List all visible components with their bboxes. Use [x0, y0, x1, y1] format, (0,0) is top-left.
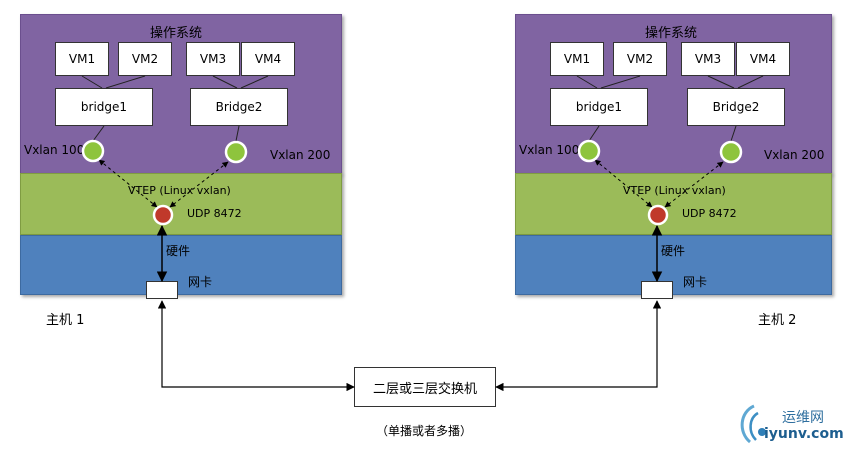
- udp-port-icon: [152, 204, 174, 226]
- vxlan-port-icon: [719, 140, 743, 164]
- vxlan-udp-links: [98, 159, 229, 208]
- vxlan-label: Vxlan 200: [270, 148, 331, 162]
- vxlan-label: Vxlan 100: [519, 143, 580, 157]
- vm-box: VM3: [186, 42, 240, 76]
- nic-label: 网卡: [188, 275, 213, 289]
- hardware-panel: [20, 235, 342, 295]
- vxlan-port-icon: [577, 139, 601, 163]
- nic-switch-link: [495, 300, 662, 392]
- watermark-text-url: iyunv.com: [764, 426, 844, 442]
- vm-box: VM2: [118, 42, 172, 76]
- vxlan-port-icon: [224, 140, 248, 164]
- hardware-label: 硬件: [166, 244, 191, 258]
- vm-box: VM4: [736, 42, 790, 76]
- switch-box: 二层或三层交换机: [354, 367, 496, 407]
- watermark-text-cn: 运维网: [782, 410, 824, 426]
- vm-box: VM1: [550, 42, 604, 76]
- hardware-panel: [515, 235, 832, 295]
- nic-label: 网卡: [683, 275, 708, 289]
- vm-bridge-links: [81, 75, 269, 89]
- bridge-box: bridge1: [55, 88, 153, 126]
- vxlan-port-icon: [81, 139, 105, 163]
- watermark-logo-icon: [740, 404, 766, 444]
- host-label: 主机 1: [46, 313, 85, 328]
- bridge-box: bridge1: [550, 88, 648, 126]
- nic-switch-link: [157, 300, 355, 392]
- host-label: 主机 2: [758, 313, 797, 328]
- bridge-box: Bridge2: [190, 88, 288, 126]
- vxlan-udp-links: [594, 159, 724, 208]
- vm-box: VM1: [55, 42, 109, 76]
- vxlan-label: Vxlan 100: [24, 143, 85, 157]
- cast-mode-label: （单播或者多播）: [376, 424, 473, 438]
- hardware-label: 硬件: [661, 244, 686, 258]
- os-title: 操作系统: [150, 26, 203, 41]
- vm-box: VM2: [613, 42, 667, 76]
- vm-bridge-links: [576, 75, 764, 89]
- os-title: 操作系统: [645, 26, 698, 41]
- bridge-box: Bridge2: [687, 88, 785, 126]
- bridge-port-links: [588, 125, 737, 142]
- udp-label: UDP 8472: [682, 207, 737, 220]
- udp-label: UDP 8472: [187, 207, 242, 220]
- bridge-port-links: [92, 125, 240, 142]
- udp-port-icon: [647, 204, 669, 226]
- vm-box: VM4: [241, 42, 295, 76]
- vm-box: VM3: [681, 42, 735, 76]
- vxlan-label: Vxlan 200: [764, 148, 825, 162]
